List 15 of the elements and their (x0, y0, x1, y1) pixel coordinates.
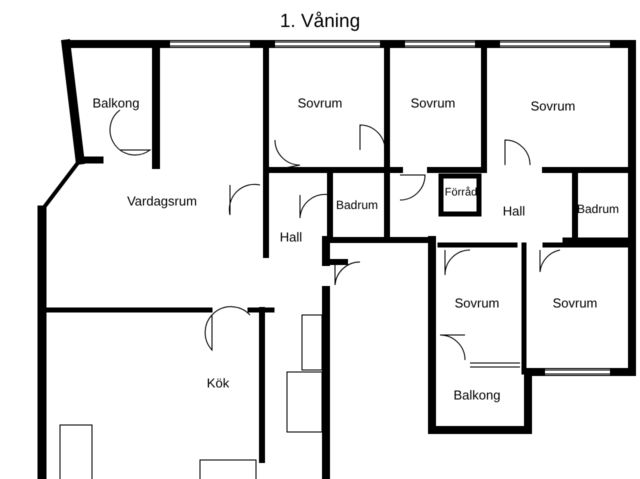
room-label: Hall (502, 204, 526, 218)
room-label: Sovrum (552, 296, 598, 310)
room-label: Vardagsrum (127, 194, 197, 208)
room-label: Sovrum (454, 296, 500, 310)
room-label: Balkong (454, 388, 500, 402)
room-label: Kök (206, 376, 230, 390)
room-label: Sovrum (530, 100, 576, 112)
room-label: Balkong (92, 96, 140, 110)
room-label: Sovrum (410, 96, 456, 110)
floor-title: 1. Våning (280, 11, 360, 33)
room-label: Förråd (444, 188, 478, 198)
room-label: Hall (280, 230, 302, 244)
room-label: Badrum (576, 203, 620, 215)
room-label: Sovrum (298, 96, 342, 110)
room-label: Badrum (336, 199, 378, 211)
